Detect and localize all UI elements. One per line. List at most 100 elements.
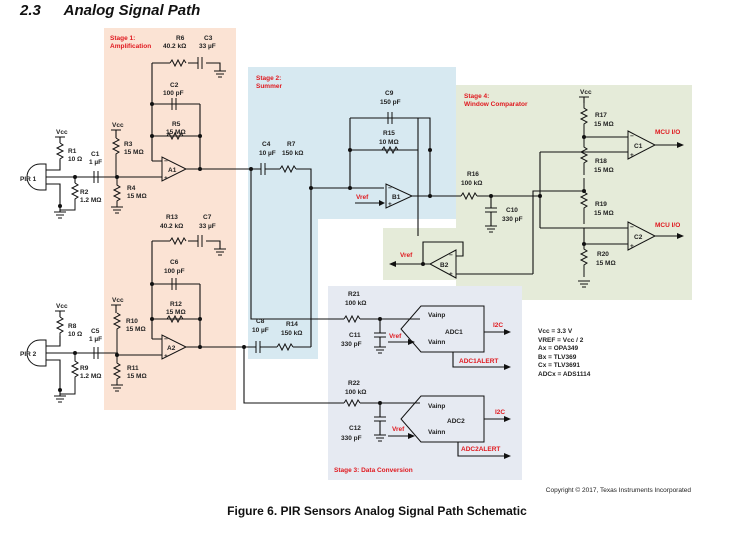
- svg-text:R9: R9: [80, 365, 89, 372]
- adc2: Vainp Vainn ADC2 Vref I2C ADC2ALERT: [388, 395, 511, 459]
- svg-text:+: +: [630, 243, 634, 250]
- opamp-A1: A1 −+: [161, 156, 188, 182]
- svg-text:−: −: [449, 252, 453, 259]
- svg-text:Vainn: Vainn: [428, 339, 445, 346]
- svg-text:+: +: [164, 175, 168, 182]
- svg-text:C9: C9: [385, 90, 394, 97]
- svg-text:−: −: [630, 224, 634, 231]
- svg-text:100 kΩ: 100 kΩ: [345, 300, 366, 307]
- stage2-label-1: Stage 2:: [256, 75, 281, 82]
- svg-text:100 kΩ: 100 kΩ: [345, 389, 366, 396]
- stage4-label-2: Window Comparator: [464, 101, 528, 108]
- svg-text:C6: C6: [170, 259, 179, 266]
- capacitor-C4-resistor-R7: C4 10 µF R7 150 kΩ: [251, 141, 312, 347]
- svg-text:PIR 2: PIR 2: [20, 351, 37, 358]
- resistor-R10: R10 15 MΩ: [112, 312, 146, 353]
- svg-text:330 pF: 330 pF: [341, 341, 362, 348]
- component-notes: Vcc = 3.3 V VREF = Vcc / 2 Ax = OPA349 B…: [538, 328, 591, 378]
- svg-text:10 Ω: 10 Ω: [68, 156, 82, 163]
- resistor-R2: R2 1.2 MΩ: [54, 177, 101, 219]
- section-heading: 2.3 Analog Signal Path: [20, 2, 200, 19]
- svg-text:10 µF: 10 µF: [252, 327, 269, 334]
- svg-text:ADC1: ADC1: [445, 329, 463, 336]
- svg-text:+: +: [449, 271, 453, 278]
- stage3-region: [328, 286, 522, 480]
- stage2-region: [248, 67, 456, 219]
- svg-text:A1: A1: [168, 167, 177, 174]
- stage1-label-2: Amplification: [110, 43, 151, 50]
- svg-text:C11: C11: [349, 332, 361, 339]
- stage2-region-lower: [248, 219, 318, 359]
- svg-text:Vref: Vref: [389, 333, 402, 340]
- svg-text:R11: R11: [127, 365, 139, 372]
- opamp-A2: A2 − +: [161, 334, 188, 360]
- svg-text:+: +: [630, 152, 634, 159]
- svg-text:C8: C8: [256, 318, 265, 325]
- resistor-R11: R11 15 MΩ: [111, 355, 147, 392]
- vcc-label-2: Vcc: [111, 122, 124, 138]
- svg-text:Vcc: Vcc: [56, 129, 68, 136]
- svg-text:R2: R2: [80, 189, 89, 196]
- vcc-label-3: Vcc: [55, 303, 68, 317]
- stage1-label-1: Stage 1:: [110, 35, 135, 42]
- vcc-label-4: Vcc: [111, 297, 124, 313]
- capacitor-C12: C12 330 pF: [341, 403, 386, 442]
- svg-text:R8: R8: [68, 323, 77, 330]
- svg-text:150 pF: 150 pF: [380, 99, 401, 106]
- svg-text:Vainp: Vainp: [428, 312, 445, 319]
- svg-text:15 MΩ: 15 MΩ: [594, 121, 614, 128]
- svg-text:10 µF: 10 µF: [259, 150, 276, 157]
- resistor-R6-capacitor-C3: R6 40.2 kΩ C3 33 µF: [151, 35, 226, 80]
- svg-text:PIR 1: PIR 1: [20, 176, 37, 183]
- svg-text:R10: R10: [126, 318, 138, 325]
- resistor-R22: R22 100 kΩ: [243, 380, 420, 408]
- resistor-ladder: R17 15 MΩ R18 15 MΩ R19 15 MΩ R20 15 MΩ: [578, 103, 616, 288]
- svg-text:15 MΩ: 15 MΩ: [596, 260, 616, 267]
- svg-text:330 pF: 330 pF: [341, 435, 362, 442]
- svg-text:15 MΩ: 15 MΩ: [594, 167, 614, 174]
- svg-text:150 kΩ: 150 kΩ: [281, 330, 302, 337]
- svg-text:33 µF: 33 µF: [199, 223, 216, 230]
- vref-input-B1: Vref: [355, 194, 385, 206]
- svg-text:330 pF: 330 pF: [502, 216, 523, 223]
- section-number: 2.3: [20, 2, 41, 19]
- svg-text:−: −: [388, 185, 392, 192]
- svg-text:R1: R1: [68, 148, 77, 155]
- svg-text:C1: C1: [634, 143, 643, 150]
- resistor-R1: R1 10 Ω: [55, 142, 82, 163]
- svg-text:40.2 kΩ: 40.2 kΩ: [160, 223, 183, 230]
- capacitor-C6: C6 100 pF: [164, 259, 185, 290]
- svg-text:15 MΩ: 15 MΩ: [594, 210, 614, 217]
- svg-text:R21: R21: [348, 291, 360, 298]
- svg-text:C5: C5: [91, 328, 100, 335]
- svg-text:100 kΩ: 100 kΩ: [461, 180, 482, 187]
- svg-text:33 µF: 33 µF: [199, 43, 216, 50]
- svg-text:+: +: [164, 353, 168, 360]
- resistor-R3: R3 15 MΩ: [111, 137, 144, 177]
- svg-text:C2: C2: [634, 234, 643, 241]
- stage2-label-2: Summer: [256, 83, 282, 90]
- svg-text:1 µF: 1 µF: [89, 336, 102, 343]
- resistor-R9: R9 1.2 MΩ: [54, 353, 101, 403]
- resistor-R16: R16 100 kΩ: [460, 171, 482, 201]
- svg-text:100 pF: 100 pF: [164, 268, 185, 275]
- svg-text:Ax = OPA349: Ax = OPA349: [538, 345, 579, 352]
- resistor-R4: R4 15 MΩ: [111, 177, 147, 214]
- stage4-label-1: Stage 4:: [464, 93, 489, 100]
- svg-text:Vainn: Vainn: [428, 429, 445, 436]
- capacitor-C10: C10 330 pF: [485, 196, 523, 233]
- pir2-sensor: PIR 2: [20, 336, 101, 392]
- svg-text:−: −: [164, 336, 168, 343]
- svg-text:Vref: Vref: [392, 426, 405, 433]
- svg-text:15 MΩ: 15 MΩ: [127, 373, 147, 380]
- svg-text:R22: R22: [348, 380, 360, 387]
- svg-text:10 MΩ: 10 MΩ: [379, 139, 399, 146]
- svg-text:Vcc: Vcc: [112, 297, 124, 304]
- svg-text:40.2 kΩ: 40.2 kΩ: [163, 43, 186, 50]
- svg-text:Vcc = 3.3 V: Vcc = 3.3 V: [538, 328, 573, 335]
- figure-caption: Figure 6. PIR Sensors Analog Signal Path…: [227, 504, 527, 518]
- svg-text:15 MΩ: 15 MΩ: [124, 149, 144, 156]
- svg-text:10 Ω: 10 Ω: [68, 331, 82, 338]
- svg-text:A2: A2: [167, 345, 176, 352]
